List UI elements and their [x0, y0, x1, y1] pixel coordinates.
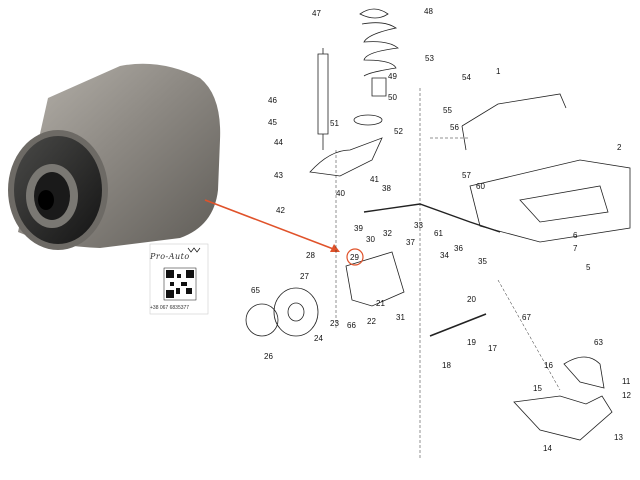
callout-13: 13 — [614, 433, 623, 442]
callout-11: 11 — [622, 377, 631, 386]
diagram-lineart — [245, 8, 631, 460]
callout-53: 53 — [425, 54, 434, 63]
callout-26: 26 — [264, 352, 273, 361]
callout-37: 37 — [406, 238, 415, 247]
seller-phone: +38 067 6835377 — [150, 305, 190, 311]
callout-6: 6 — [573, 231, 578, 240]
callout-56: 56 — [450, 123, 459, 132]
pointer-arrow — [204, 199, 340, 252]
callout-54: 54 — [462, 73, 471, 82]
callout-63: 63 — [594, 338, 603, 347]
callout-61: 61 — [434, 229, 443, 238]
seller-card — [149, 243, 209, 315]
callout-15: 15 — [533, 384, 542, 393]
callout-57: 57 — [462, 171, 471, 180]
callout-40: 40 — [336, 189, 345, 198]
callout-67: 67 — [522, 313, 531, 322]
callout-48: 48 — [424, 7, 433, 16]
callout-2: 2 — [617, 143, 622, 152]
bracket-16 — [563, 356, 605, 389]
callout-52: 52 — [394, 127, 403, 136]
callout-1: 1 — [496, 67, 501, 76]
callout-28: 28 — [306, 251, 315, 260]
callout-44: 44 — [274, 138, 283, 147]
brake-rotor — [273, 287, 319, 337]
spring-icon — [187, 247, 201, 253]
callout-33: 33 — [414, 221, 423, 230]
callout-5: 5 — [586, 263, 591, 272]
stabilizer-bar — [461, 93, 567, 127]
bushing-photo — [8, 63, 221, 250]
callout-18: 18 — [442, 361, 451, 370]
callout-55: 55 — [443, 106, 452, 115]
callout-12: 12 — [622, 391, 631, 400]
callout-39: 39 — [354, 224, 363, 233]
highlight-circle-29 — [346, 248, 364, 266]
coil-spring — [361, 22, 399, 77]
callout-47: 47 — [312, 9, 321, 18]
callout-45: 45 — [268, 118, 277, 127]
spring-seat — [353, 114, 383, 126]
callout-23: 23 — [330, 319, 339, 328]
callout-14: 14 — [543, 444, 552, 453]
hub — [245, 303, 279, 337]
callout-30: 30 — [366, 235, 375, 244]
callout-60: 60 — [476, 182, 485, 191]
callout-51: 51 — [330, 119, 339, 128]
callout-50: 50 — [388, 93, 397, 102]
callout-65: 65 — [251, 286, 260, 295]
seller-name: Pro-Auto — [150, 252, 190, 261]
callout-46: 46 — [268, 96, 277, 105]
callout-34: 34 — [440, 251, 449, 260]
shock-absorber — [317, 53, 329, 135]
spring-top-mount — [359, 8, 389, 19]
callout-29: 29 — [350, 253, 359, 262]
callout-49: 49 — [388, 72, 397, 81]
qr-code-icon — [163, 267, 197, 301]
lower-arm-bottom — [513, 395, 613, 441]
callout-17: 17 — [488, 344, 497, 353]
callout-36: 36 — [454, 244, 463, 253]
callout-7: 7 — [573, 244, 578, 253]
knuckle — [345, 251, 405, 307]
callout-21: 21 — [376, 299, 385, 308]
callout-16: 16 — [544, 361, 553, 370]
callout-43: 43 — [274, 171, 283, 180]
callout-42: 42 — [276, 206, 285, 215]
callout-35: 35 — [478, 257, 487, 266]
callout-38: 38 — [382, 184, 391, 193]
callout-32: 32 — [383, 229, 392, 238]
jounce-bumper — [371, 77, 387, 97]
callout-22: 22 — [367, 317, 376, 326]
toe-link — [429, 313, 487, 337]
rear-crossmember — [469, 159, 631, 243]
callout-66: 66 — [347, 321, 356, 330]
callout-41: 41 — [370, 175, 379, 184]
callout-20: 20 — [467, 295, 476, 304]
callout-31: 31 — [396, 313, 405, 322]
callout-labels: 47 48 46 45 49 50 53 54 55 56 1 57 2 51 … — [251, 7, 631, 453]
callout-24: 24 — [314, 334, 323, 343]
callout-27: 27 — [300, 272, 309, 281]
callout-19: 19 — [467, 338, 476, 347]
trailing-link — [363, 203, 501, 233]
upper-control-arm — [309, 137, 383, 177]
